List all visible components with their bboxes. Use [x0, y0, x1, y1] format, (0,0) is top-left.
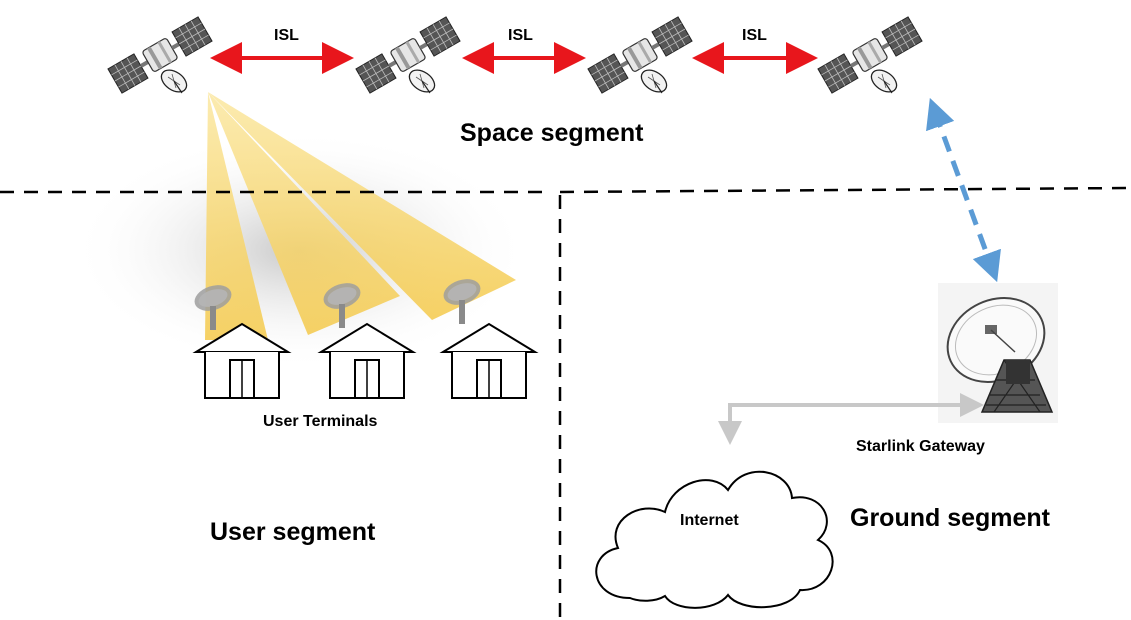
isl-label-3: ISL [742, 27, 767, 44]
ground-station-icon [938, 283, 1058, 423]
beam-2 [208, 92, 400, 335]
satellite-icon [107, 16, 213, 98]
beam-3 [208, 92, 516, 320]
isl-label-1: ISL [274, 27, 299, 44]
user-houses [195, 323, 536, 399]
satellite-icon [587, 16, 693, 98]
space-segment-label: Space segment [460, 119, 644, 147]
feeder-link-arrow [926, 97, 1001, 283]
isl-label-2: ISL [508, 27, 533, 44]
user-terminals-label: User Terminals [263, 413, 378, 430]
internet-label: Internet [680, 512, 739, 529]
user-segment-label: User segment [210, 518, 376, 546]
ground-segment-label: Ground segment [850, 504, 1051, 532]
gateway-label: Starlink Gateway [856, 438, 985, 455]
terrestrial-link-arrow [718, 393, 984, 445]
divider-right [559, 186, 1131, 194]
satellite-icon [355, 16, 461, 98]
satellite-icon [817, 16, 923, 98]
user-beams [205, 92, 516, 340]
beam-1 [205, 92, 268, 340]
cloud-icon [595, 470, 834, 609]
segment-dividers [0, 186, 1131, 620]
